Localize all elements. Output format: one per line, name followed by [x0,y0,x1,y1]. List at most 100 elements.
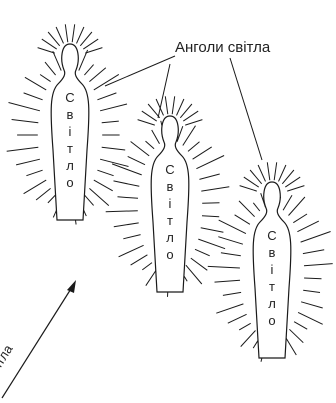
halo-ray [279,165,286,181]
light-ray [128,156,145,164]
light-figure: Світло [208,162,333,361]
light-ray [45,62,56,75]
halo-ray [172,96,175,114]
figure-letter: в [167,179,174,194]
light-ray [152,130,160,144]
halo-ray [48,32,60,46]
light-ray [97,170,113,176]
pointer-line [158,64,170,118]
light-ray [218,237,243,245]
light-ray [301,302,323,308]
halo-ray [80,32,92,46]
light-ray [97,93,116,100]
light-ray [223,292,241,295]
halo-ray [83,39,98,49]
light-ray [84,195,93,206]
light-ray [131,255,148,265]
halo-ray [38,48,55,54]
halo-ray [185,120,202,126]
halo-ray [77,27,84,43]
light-ray [202,203,219,204]
light-ray [48,195,56,203]
light-ray [183,126,196,146]
pointer-line [105,56,175,86]
halo-ray [72,24,75,42]
arrow-label: Світла [0,341,16,383]
figure-letter: о [166,247,173,262]
halo-ray [156,99,163,115]
figure-letter: т [269,279,275,294]
halo-ray [138,120,155,126]
light-ray [303,290,320,292]
light-ray [114,181,140,186]
light-ray [106,211,138,212]
light-ray [26,170,42,176]
halo-ray [180,104,192,118]
light-ray [201,228,224,233]
light-ray [241,331,256,347]
light-ray [40,75,51,82]
light-arrow: Світла [0,280,76,398]
figure-letter: л [268,296,276,311]
light-ray [202,216,219,217]
light-ray [16,159,40,165]
light-ray [36,188,51,200]
halo-ray [56,27,63,43]
figure-letter: і [271,262,274,277]
light-ray [283,195,292,210]
halo-ray [244,177,259,187]
halo-ray [165,96,168,114]
light-figure: Світло [7,24,129,224]
light-ray [198,239,225,249]
halo-ray [240,186,257,192]
figure-letter: л [166,230,174,245]
halo-ray [267,162,270,180]
light-ray [186,265,202,284]
light-ray [235,215,250,225]
figure-letter: т [67,141,73,156]
light-ray [25,77,46,90]
halo-ray [142,111,157,121]
light-ray [301,232,331,243]
light-ray [84,65,93,76]
light-ray [9,103,40,111]
light-ray [114,223,139,227]
figure-letter: о [268,313,275,328]
light-ray [53,51,61,70]
light-ray [188,142,200,152]
light-ray [195,249,210,256]
light-ray [118,197,139,199]
light-ray [289,197,305,216]
figure-letter: л [66,158,74,173]
halo-ray [65,24,68,42]
light-ray [123,235,140,239]
figure-letter: С [65,90,74,105]
halo-ray [282,170,294,184]
light-ray [24,180,47,194]
pointer-line [230,58,262,160]
light-ray [191,258,208,270]
light-ray [142,263,152,270]
light-ray [100,104,127,111]
halo-ray [177,99,184,115]
light-ray [102,147,126,150]
light-ray [146,141,155,149]
figure-letter: о [66,175,73,190]
figure-letter: т [167,213,173,228]
light-ray [100,159,128,166]
light-ray [303,250,324,254]
halo-ray [287,186,304,192]
light-ray [253,203,259,211]
light-ray [208,266,240,268]
light-ray [12,120,39,123]
light-ray [304,278,321,279]
light-ray [221,253,241,256]
light-ray [89,68,105,82]
halo-ray [148,104,160,118]
light-ray [239,323,251,330]
figure-letter: в [269,245,276,260]
light-ray [201,187,229,191]
light-ray [293,214,307,223]
light-ray [304,264,333,266]
light-ray [196,156,224,169]
